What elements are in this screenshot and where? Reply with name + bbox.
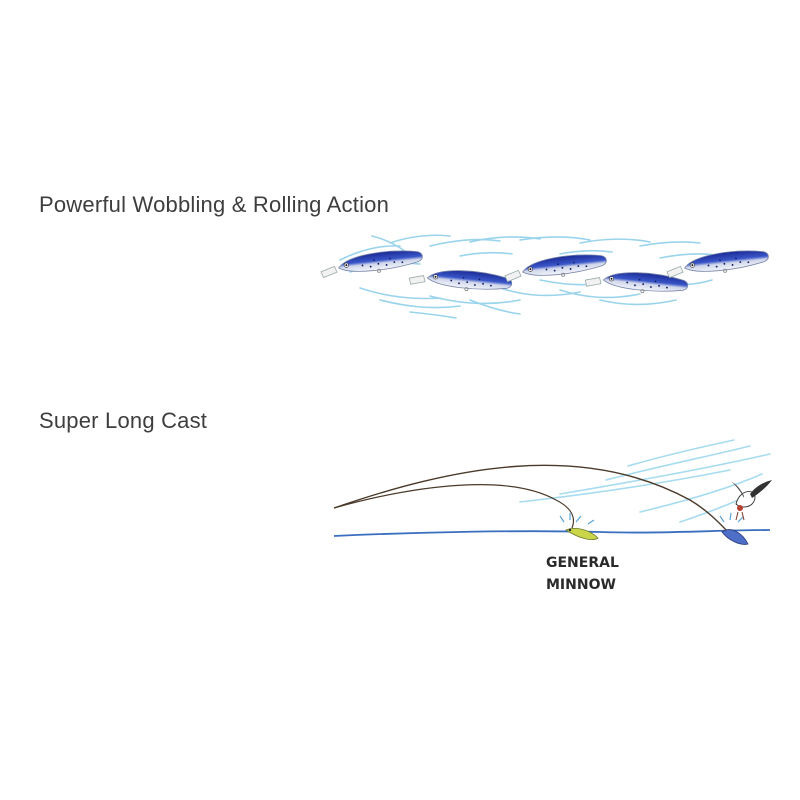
general-minnow-label-line1: GENERAL (546, 555, 619, 571)
lure-2 (408, 264, 514, 296)
seagull-icon (732, 480, 772, 521)
general-minnow-lure (559, 513, 599, 540)
section-2-heading: Super Long Cast (39, 408, 208, 433)
lure-5 (665, 247, 771, 279)
wind-streaks (519, 439, 771, 523)
long-cast-illustration: GENERAL MINNOW (333, 439, 772, 593)
lure-3 (503, 251, 609, 283)
long-cast-lure (719, 512, 749, 545)
water-surface (333, 529, 771, 537)
general-minnow-label-line2: MINNOW (546, 577, 616, 593)
short-cast-line (333, 484, 575, 529)
lure-1 (319, 247, 425, 279)
wobbling-lures-illustration (319, 234, 771, 319)
long-cast-line (333, 464, 733, 537)
water-streaks (339, 234, 717, 319)
section-1-heading: Powerful Wobbling & Rolling Action (39, 192, 390, 217)
